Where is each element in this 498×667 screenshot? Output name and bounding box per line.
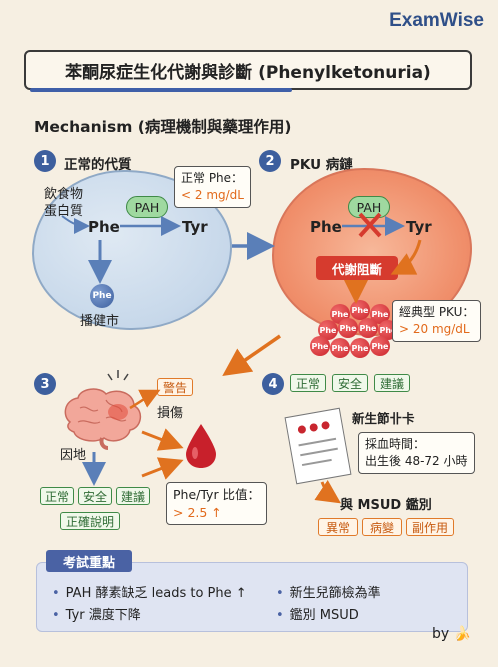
- step3-tag-normal: 正常: [40, 487, 74, 505]
- newborn-screening-card-icon: [284, 407, 352, 485]
- brain-icon: [60, 386, 144, 450]
- newborn-card-label: 新生節卝卡: [352, 411, 415, 426]
- blood-spot: [297, 424, 307, 435]
- step4-tag-safe: 安全: [332, 374, 368, 392]
- normal-phe-note-value: < 2 mg/dL: [181, 187, 244, 202]
- step-1-label: 正常的代質: [64, 157, 132, 173]
- phe-ball: Phe: [350, 300, 370, 320]
- alert-lines-icon: [107, 370, 129, 381]
- normal-phe-note: 正常 Phe： < 2 mg/dL: [174, 166, 251, 208]
- card-line: [298, 437, 337, 446]
- classic-pku-note-title: 經典型 PKU：: [399, 305, 475, 319]
- phe-ball: Phe: [338, 318, 358, 338]
- pah-enzyme-normal: PAH: [126, 196, 168, 218]
- blood-spot: [320, 420, 331, 431]
- msud-differential-label: 與 MSUD 鑑別: [340, 498, 432, 513]
- phe-ball-normal: Phe: [90, 284, 114, 308]
- pah-label: PAH: [134, 199, 160, 215]
- classic-pku-note: 經典型 PKU： > 20 mg/dL: [392, 300, 482, 342]
- summary-item: 新生兒篩檢為準: [276, 582, 381, 601]
- phe-ball-text: Phe: [359, 323, 377, 333]
- phe-ball: Phe: [370, 304, 390, 324]
- phe-ball-text: Phe: [351, 343, 369, 353]
- excrete-label: 播健市: [80, 314, 120, 329]
- summary-title: 考試重點: [46, 550, 132, 572]
- step4-tag-normal: 正常: [290, 374, 326, 392]
- phe-label-pku: Phe: [310, 218, 342, 236]
- step-3-number: 3: [34, 373, 56, 395]
- title-underline: [30, 88, 292, 92]
- normal-phe-note-title: 正常 Phe：: [181, 171, 244, 185]
- tyr-label-normal: Tyr: [182, 218, 208, 236]
- sampling-time-value: 出生後 48-72 小時: [365, 453, 468, 468]
- phe-ball: Phe: [350, 338, 370, 358]
- step-2-label: PKU 病鏈: [290, 157, 353, 173]
- phe-ball-text: Phe: [331, 343, 349, 353]
- arrow-card-to-msud: [314, 480, 341, 504]
- arrow-step2-to-step3: [222, 334, 281, 376]
- blood-drop-svg: [186, 424, 216, 468]
- blood-spot: [309, 422, 319, 433]
- diff-tag-abnormal: 異常: [318, 518, 358, 536]
- blood-drop-icon: [184, 422, 218, 470]
- phe-ball: Phe: [318, 320, 338, 340]
- phe-ball-text: Phe: [331, 309, 349, 319]
- step3-tag-safe: 安全: [78, 487, 112, 505]
- phe-ball-text: Phe: [351, 305, 369, 315]
- diff-tag-lesion: 病變: [362, 518, 402, 536]
- brand-logo: ExamWise: [389, 10, 484, 31]
- phe-ball-label: Phe: [92, 291, 112, 301]
- diff-tag-side-effect: 副作用: [406, 518, 454, 536]
- damage-label: 損傷: [157, 406, 184, 421]
- phe-ball-text: Phe: [379, 325, 397, 335]
- phe-ball: Phe: [370, 336, 390, 356]
- arrow-blood-in: [141, 457, 184, 480]
- cause-label: 因地: [60, 448, 87, 463]
- phe-ball-text: Phe: [311, 341, 329, 351]
- tyr-label-pku: Tyr: [406, 218, 432, 236]
- card-line: [300, 447, 338, 456]
- pah-enzyme-pku: PAH: [348, 196, 390, 218]
- phe-ball-text: Phe: [339, 323, 357, 333]
- summary-item: 鑑別 MSUD: [276, 604, 359, 623]
- food-label-1: 飲食物: [44, 187, 84, 202]
- pah-pku-label: PAH: [356, 199, 382, 215]
- ratio-note-title: Phe/Tyr 比值：: [173, 487, 261, 502]
- phe-ball-text: Phe: [371, 341, 389, 351]
- brain-icon-svg: [64, 388, 142, 450]
- page-title-text: 苯酮尿症生化代謝與診斷 (Phenylketonuria): [65, 62, 431, 83]
- phe-ball: Phe: [310, 336, 330, 356]
- phe-label-normal: Phe: [88, 218, 120, 236]
- summary-item: Tyr 濃度下降: [52, 604, 141, 623]
- phe-ball-text: Phe: [319, 325, 337, 335]
- phe-ball: Phe: [330, 338, 350, 358]
- byline: by 🍌: [432, 626, 472, 642]
- mechanism-heading: Mechanism (病理機制與藥理作用): [34, 118, 292, 136]
- metabolic-block-label: 代謝阻斷: [316, 256, 398, 280]
- proper-explanation-tag: 正確說明: [60, 512, 120, 530]
- sampling-time-note: 採血時間： 出生後 48-72 小時: [358, 432, 475, 474]
- step4-tag-advice: 建議: [374, 374, 410, 392]
- step-4-number: 4: [262, 373, 284, 395]
- step-1-number: 1: [34, 150, 56, 172]
- warning-tag: 警告: [157, 378, 193, 396]
- sampling-time-title: 採血時間：: [365, 437, 426, 451]
- step-2-number: 2: [259, 150, 281, 172]
- phe-ball: Phe: [358, 318, 378, 338]
- ratio-note: Phe/Tyr 比值： > 2.5 ↑: [166, 482, 268, 525]
- card-line: [301, 458, 332, 466]
- food-label-2: 蛋白質: [44, 204, 84, 219]
- summary-item: PAH 酵素缺乏 leads to Phe ↑: [52, 582, 247, 601]
- arrow-brain-to-blood: [141, 428, 184, 451]
- step3-tag-advice: 建議: [116, 487, 150, 505]
- classic-pku-note-value: > 20 mg/dL: [399, 321, 470, 336]
- page-title: 苯酮尿症生化代謝與診斷 (Phenylketonuria): [24, 50, 472, 90]
- phe-ball-text: Phe: [371, 309, 389, 319]
- ratio-note-value: > 2.5 ↑: [173, 504, 222, 520]
